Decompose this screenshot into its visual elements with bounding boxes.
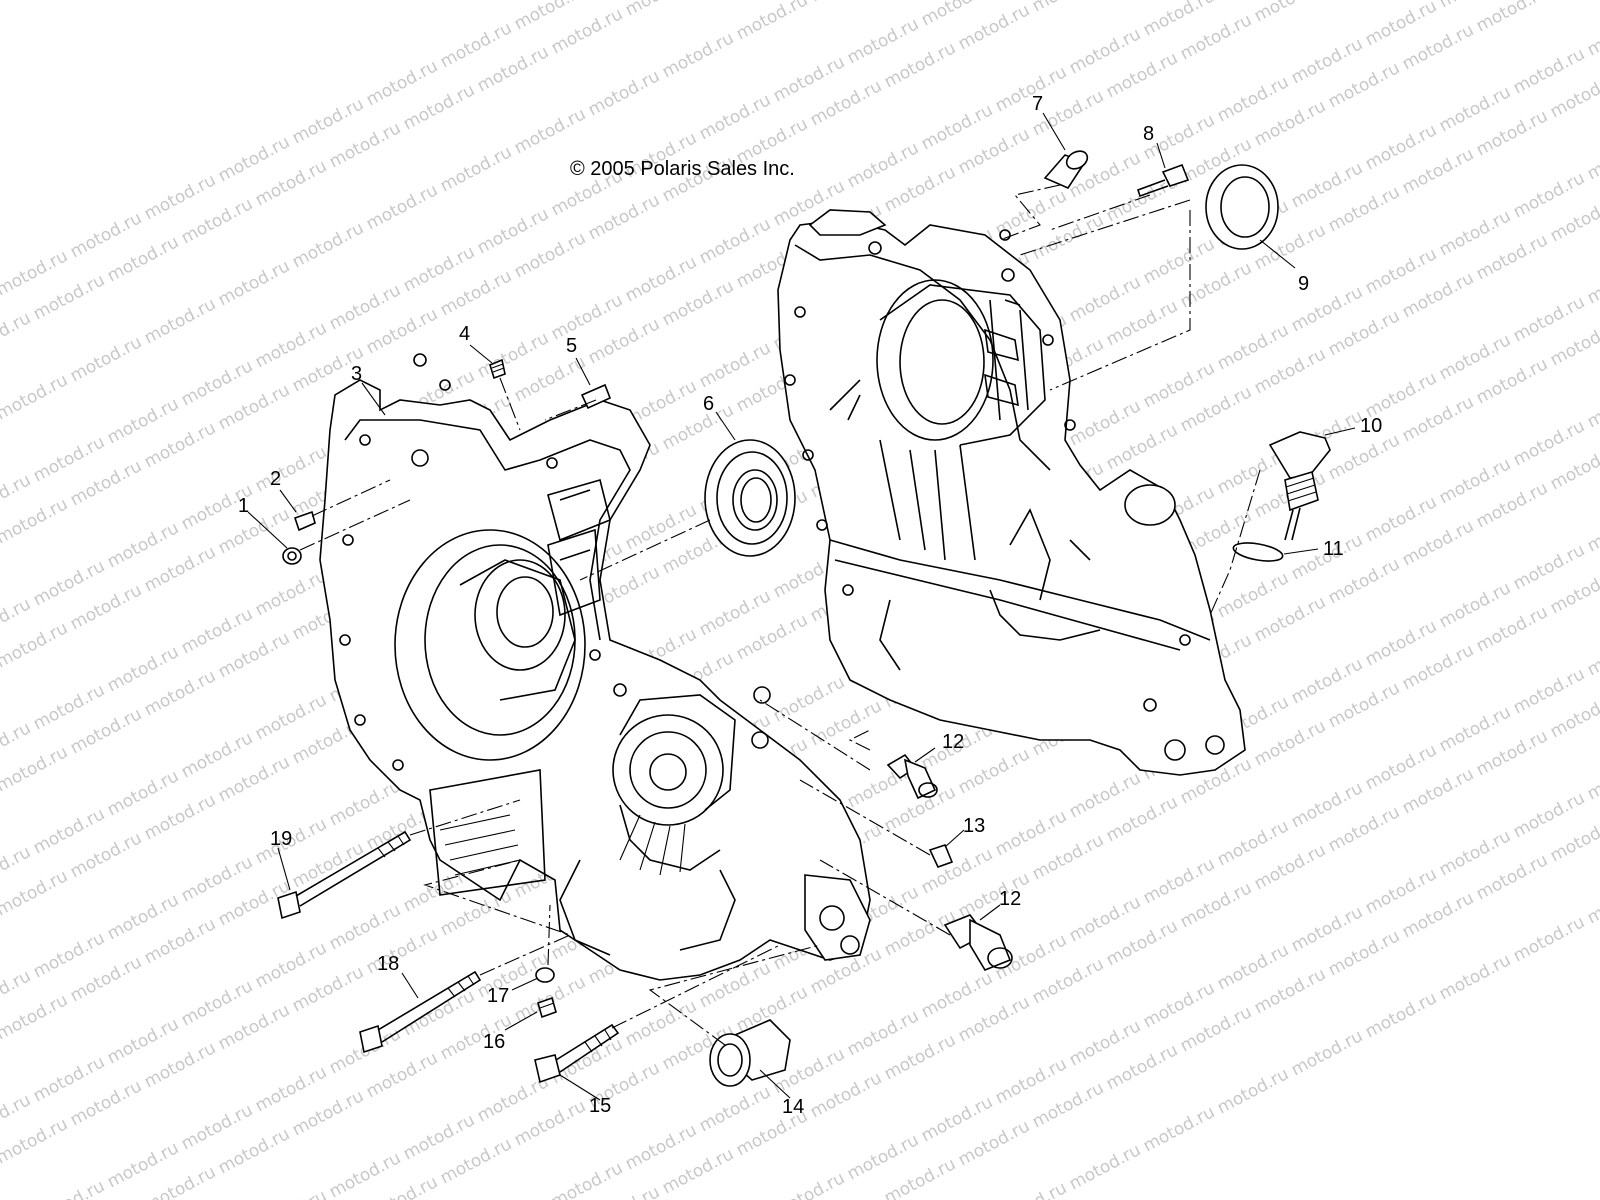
watermark-text: motod.ru [1584,874,1600,928]
callout-7: 7 [1032,93,1043,115]
callout-16: 16 [483,1031,505,1053]
watermark-text: motod.ru [363,180,441,234]
watermark-text: motod.ru [807,0,885,6]
watermark-text: motod.ru [1473,0,1551,36]
watermark-text: motod.ru [215,256,293,310]
callout-6: 6 [703,393,714,415]
callout-14: 14 [782,1096,804,1118]
callout-12-upper: 12 [942,731,964,753]
watermark-text: motod.ru [30,1176,108,1200]
callout-1: 1 [238,495,249,517]
callout-12-lower: 12 [999,888,1021,910]
callout-18: 18 [377,953,399,975]
watermark-text: motod.ru [733,0,811,44]
watermark-text: motod.ru [0,618,71,672]
copyright-text: © 2005 Polaris Sales Inc. [570,158,795,180]
part-15-bolt [534,1023,620,1084]
part-19-bolt [277,830,412,920]
callout-9: 9 [1298,273,1309,295]
watermark-text: motod.ru [141,294,219,348]
watermark-text: motod.ru [0,1114,71,1168]
callout-11: 11 [1323,538,1344,560]
callout-15: 15 [589,1095,611,1117]
watermark-text: motod.ru [1066,1140,1144,1194]
callout-4: 4 [459,323,470,345]
watermark-text: motod.ru [1436,950,1514,1004]
part-9-seal [1205,164,1279,250]
watermark-text: motod.ru [0,494,71,548]
right-crankcase-half [777,209,1246,776]
watermark-text: motod.ru [1584,502,1600,556]
watermark-text: motod.ru [0,990,71,1044]
watermark-text: motod.ru [548,1158,626,1200]
part-8-bolt [1136,163,1190,198]
watermark-text: motod.ru [1510,912,1588,966]
part-6-bearing [704,439,796,557]
part-17-washer [535,967,555,983]
leader-lines [247,112,1356,1101]
part-7-bushing [1043,150,1089,190]
watermark-text: motod.ru [585,66,663,120]
watermark-text: motod.ru [1140,1102,1218,1156]
watermark-text: motod.ru [1362,988,1440,1042]
assembly-lines [299,184,1261,1046]
callout-labels: 1 2 3 4 5 6 7 8 9 10 11 12 13 12 14 15 1… [238,93,1382,1118]
watermark-text: motod.ru [1584,378,1600,432]
watermark-text: motod.ru [511,104,589,158]
watermark-text: motod.ru [622,0,700,20]
watermark-text: motod.ru [1251,0,1329,26]
callout-2: 2 [270,468,281,490]
part-18-bolt [359,970,482,1054]
watermark-text: motod.ru [1584,130,1600,184]
callout-5: 5 [566,335,577,357]
callout-17: 17 [487,985,509,1007]
watermark-text: motod.ru [659,28,737,82]
watermark-text: motod.ru [252,1186,330,1200]
part-16-plug [537,996,557,1019]
watermark-text: motod.ru [770,1168,848,1200]
watermark-text: motod.ru [1214,1064,1292,1118]
watermark-text: motod.ru [1029,0,1107,16]
watermark-text: motod.ru [1584,6,1600,60]
watermark-text: motod.ru [1288,1026,1366,1080]
callout-19: 19 [270,828,292,850]
watermark-text: motod.ru [0,742,71,796]
callout-8: 8 [1143,123,1154,145]
callout-13: 13 [963,815,985,837]
watermark-text: motod.ru [1584,626,1600,680]
watermark-text: motod.ru [1584,750,1600,804]
watermark-text: motod.ru [992,1178,1070,1200]
part-12-fitting-lower [943,914,1013,971]
part-12-fitting-upper [886,753,938,800]
part-10-dipstick [1268,431,1331,541]
watermark-text: motod.ru [0,370,71,424]
left-crankcase-half [319,353,871,981]
watermark-text: motod.ru [1584,254,1600,308]
watermark-text: motod.ru [0,866,71,920]
watermark-text: motod.ru [67,332,145,386]
part-1-nut [282,547,302,565]
part-4-screw [489,358,506,380]
callout-3: 3 [351,363,362,385]
part-11-o-ring [1232,542,1284,562]
callout-10: 10 [1360,415,1382,437]
part-14-fitting [709,1019,791,1087]
part-2-dowel [293,510,316,532]
part-13-nut [928,844,954,868]
watermark-text: motod.ru [437,142,515,196]
watermark-text: motod.ru [289,218,367,272]
watermark-text: motod.ru [0,308,34,362]
